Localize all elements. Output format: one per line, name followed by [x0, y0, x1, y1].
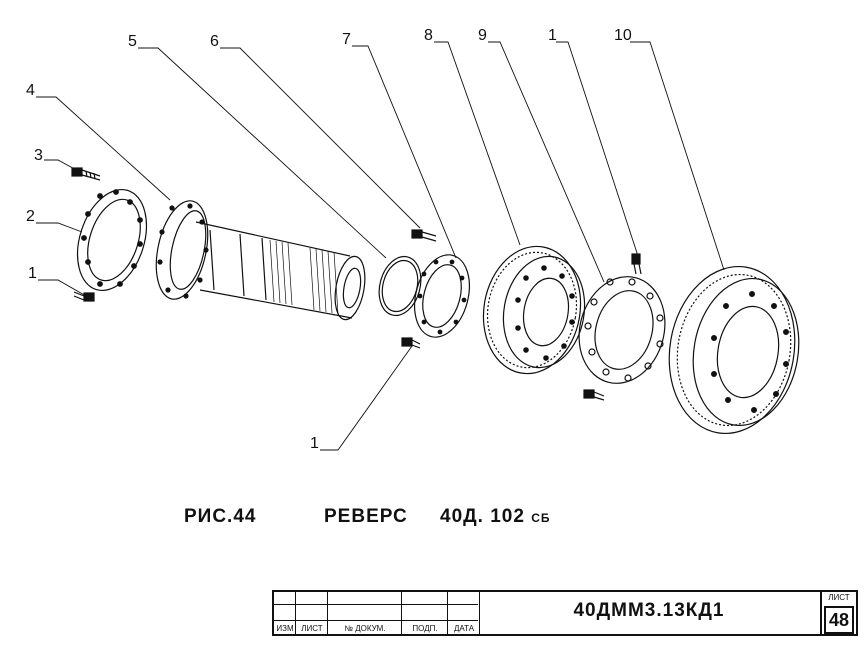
stamp-row-line	[274, 604, 478, 605]
callout-2: 2	[26, 208, 35, 225]
stamp-label-list: ЛИСТ	[301, 624, 323, 633]
stamp-col-sign: ПОДП.	[402, 592, 448, 634]
callout-1-bottom: 1	[310, 435, 319, 452]
stamp-row-line-2	[274, 620, 478, 621]
figure-code-main: 40Д. 102	[440, 506, 525, 527]
stamp-label-izm: ИЗМ	[276, 624, 294, 633]
snap-ring-5	[378, 255, 422, 317]
plate-9	[578, 276, 666, 384]
shaft-4	[155, 200, 366, 321]
bearing-ring-7	[414, 254, 470, 338]
bolt-1-left	[73, 291, 95, 302]
gasket-2	[76, 188, 148, 292]
stamp-col-list: ЛИСТ	[296, 592, 328, 634]
bolt-1-lower	[401, 337, 421, 349]
gear-10	[668, 265, 800, 435]
title-block: ИЗМ ЛИСТ № ДОКУМ. ПОДП. ДАТА 40ДММ3.13КД…	[272, 590, 858, 636]
stamp-col-izm: ИЗМ	[274, 592, 296, 634]
figure-title: РЕВЕРС	[324, 506, 408, 527]
callout-3: 3	[34, 147, 43, 164]
figure-number: РИС.44	[184, 506, 257, 527]
stamp-label-date: ДАТА	[453, 624, 475, 633]
gear-8	[482, 245, 586, 375]
stamp-col-doc: № ДОКУМ.	[328, 592, 402, 634]
callout-1-top: 1	[548, 27, 557, 44]
stamp-col-date: ДАТА	[448, 592, 480, 634]
callout-4: 4	[26, 82, 35, 99]
figure-code: 40Д. 102 СБ	[440, 506, 551, 528]
callout-10: 10	[614, 27, 632, 44]
callout-5: 5	[128, 33, 137, 50]
sheet-label: ЛИСТ	[828, 593, 850, 602]
sheet-box: ЛИСТ 48	[820, 592, 856, 636]
sheet-number: 48	[824, 606, 854, 634]
callout-7: 7	[342, 31, 351, 48]
callout-8: 8	[424, 27, 433, 44]
callout-labels: 3 2 1 4 5 6 7 8 9 1 10 1	[26, 27, 632, 452]
bolt-3	[71, 167, 101, 181]
callout-6: 6	[210, 33, 219, 50]
bolt-6	[411, 229, 437, 242]
bolt-1-right	[583, 253, 642, 401]
figure-code-suffix: СБ	[531, 511, 551, 525]
leader-lines	[36, 41, 725, 451]
document-code: 40ДММ3.13КД1	[573, 600, 725, 621]
callout-9: 9	[478, 27, 487, 44]
stamp-label-doc: № ДОКУМ.	[344, 624, 386, 633]
callout-1-left: 1	[28, 265, 37, 282]
stamp-label-sign: ПОДП.	[412, 624, 438, 633]
